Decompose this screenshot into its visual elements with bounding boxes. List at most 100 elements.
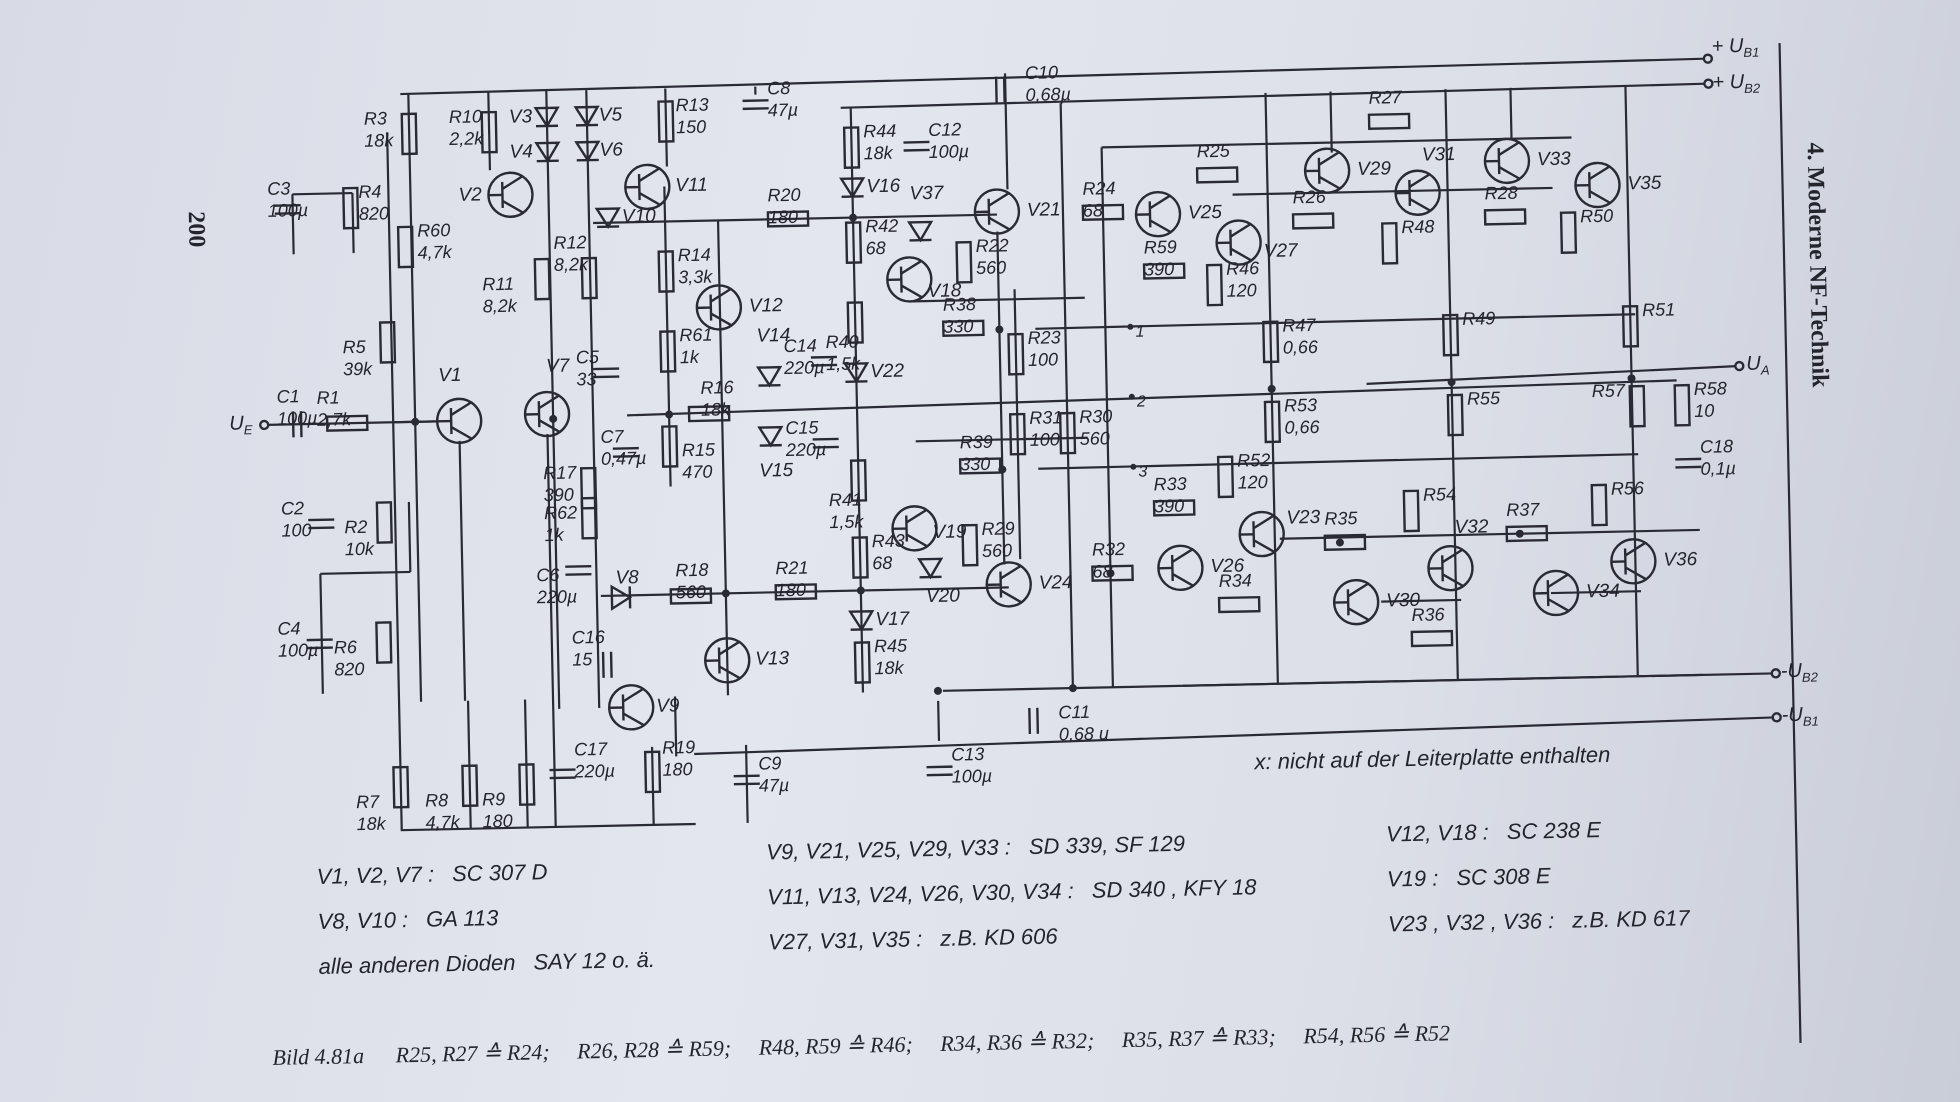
transistor-v1: V1 [435, 365, 483, 445]
rail-ub1-line [400, 57, 1705, 96]
wire [1100, 147, 1115, 688]
wire [1279, 528, 1700, 540]
resistor-name: R57 [1592, 380, 1626, 401]
resistor-r56: R56 [1590, 478, 1645, 527]
resistor-name: R50 [1580, 206, 1613, 227]
resistor-value: 560 [976, 257, 1006, 278]
resistor-r1: R12,7k [316, 387, 369, 432]
transistor-v25: V25 [1134, 190, 1222, 238]
equiv-1: R25, R27 ≙ R24; [394, 1039, 550, 1067]
node-mark-label: 1 [1135, 324, 1144, 341]
capacitor-name: C3 [267, 178, 290, 198]
resistor-name: R30 [1079, 406, 1112, 427]
resistor-value: 68 [1092, 561, 1112, 581]
ground-bus-line [400, 822, 696, 832]
resistor-value: 470 [682, 462, 712, 483]
legend-devices: V23 , V32 , V36 : [1388, 908, 1555, 936]
resistor-name: R28 [1484, 183, 1517, 204]
junction-dot [1068, 684, 1077, 693]
resistor-name: R48 [1401, 216, 1434, 237]
resistor-r27: R27 [1367, 87, 1411, 130]
resistor-value: 10 [1694, 401, 1714, 421]
node-mark-label: 2 [1136, 393, 1146, 410]
legend-types: SD 340 , KFY 18 [1091, 874, 1257, 902]
equiv-2: R26, R28 ≙ R59; [576, 1035, 732, 1063]
capacitor-value: 220µ [573, 761, 615, 782]
transistor-label: V32 [1454, 516, 1489, 538]
capacitor-name: C6 [536, 565, 560, 585]
resistor-name: R32 [1092, 539, 1125, 560]
resistor-value: 120 [1226, 280, 1256, 301]
capacitor-name: C1 [276, 386, 299, 406]
diode-v4: V4 [509, 141, 561, 164]
node-mark-1: 1 [1127, 324, 1145, 341]
resistor-name: R62 [544, 502, 577, 523]
resistor-name: R33 [1153, 474, 1186, 495]
resistor-value: 180 [776, 580, 806, 601]
resistor-value: 820 [334, 659, 364, 680]
transistor-v31: V31 [1394, 144, 1456, 216]
legend-row: V23 , V32 , V36 : z.B. KD 617 [1388, 905, 1691, 936]
resistor-name: R19 [662, 737, 695, 758]
resistor-r49: R49 [1441, 308, 1495, 357]
diode-v14: V14 [755, 325, 790, 388]
capacitor-value: 0,68µ [1025, 84, 1071, 105]
transistor-label: V9 [656, 695, 680, 716]
capacitor-value: 47µ [759, 775, 790, 796]
resistor-name: R44 [863, 121, 896, 142]
transistor-v18: V18 [886, 256, 962, 303]
wire [627, 379, 1677, 417]
capacitor-value: 33 [576, 369, 596, 389]
output-label-ua: UA [1746, 352, 1770, 377]
terminal-ue [259, 419, 270, 431]
wire [716, 220, 730, 696]
legend-types: z.B. KD 606 [939, 923, 1059, 950]
wire [663, 186, 672, 487]
diode-label: V4 [509, 141, 533, 162]
resistor-name: R61 [679, 325, 712, 346]
resistor-name: R29 [981, 518, 1014, 539]
resistor-value: 1k [544, 525, 564, 545]
resistor-name: R15 [682, 440, 716, 461]
resistor-name: R18 [675, 560, 708, 581]
resistor-name: R4 [358, 181, 381, 201]
resistor-value: 10k [345, 539, 375, 560]
capacitor-name: C7 [600, 426, 624, 446]
capacitor-name: C8 [767, 78, 790, 98]
resistor-name: R3 [364, 108, 387, 128]
resistor-name: R12 [553, 232, 586, 253]
rail-ub2-line [840, 82, 1706, 109]
wire [1232, 186, 1553, 196]
diode-v22: V22 [842, 361, 905, 384]
resistor-name: R25 [1196, 141, 1230, 162]
resistor-r55: R55 [1446, 388, 1501, 437]
resistor-value: 0,66 [1283, 337, 1319, 358]
resistor-value: 4,7k [417, 242, 452, 263]
legend-devices: V19 : [1387, 865, 1439, 891]
legend-types: GA 113 [426, 905, 499, 932]
wire [912, 296, 1085, 303]
equiv-4: R34, R36 ≙ R32; [939, 1028, 1095, 1056]
equiv-6: R54, R56 ≙ R52 [1302, 1020, 1450, 1048]
transistor-v29: V29 [1303, 147, 1392, 194]
wire [1509, 87, 1513, 139]
legend-types: z.B. KD 617 [1571, 905, 1691, 932]
wire [673, 696, 678, 757]
